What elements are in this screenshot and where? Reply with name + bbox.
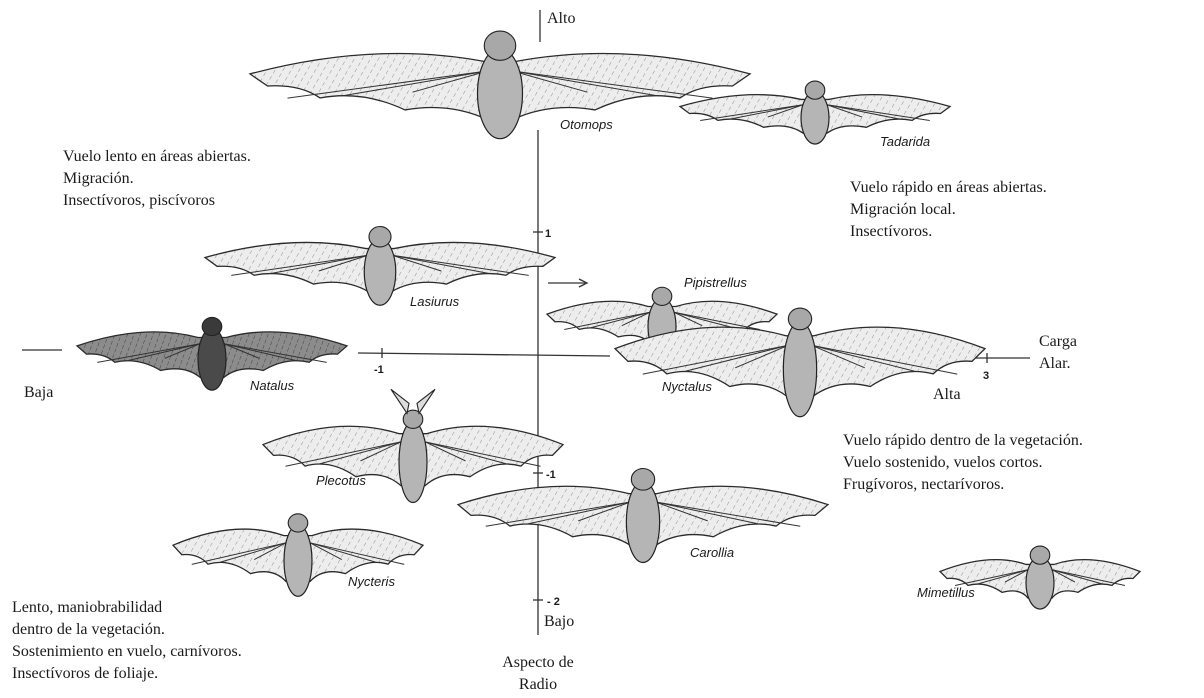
bat-name-tadarida: Tadarida bbox=[880, 134, 930, 149]
description-line: Sostenimiento en vuelo, carnívoros. bbox=[12, 641, 242, 663]
description-line: Insectívoros. bbox=[850, 221, 1047, 243]
horizontal-axis-left-label: Baja bbox=[24, 382, 53, 404]
vertical-axis-title: Aspecto de Radio bbox=[478, 652, 598, 696]
bat-body bbox=[399, 422, 427, 503]
vertical-axis-top-label: Alto bbox=[547, 8, 575, 30]
bat-body bbox=[626, 482, 659, 563]
bat-head bbox=[484, 31, 516, 60]
description-line: Frugívoros, nectarívoros. bbox=[843, 474, 1083, 496]
bat-name-natalus: Natalus bbox=[250, 378, 294, 393]
bat-name-plecotus: Plecotus bbox=[316, 473, 366, 488]
bat-body bbox=[364, 239, 396, 306]
horizontal-axis-line bbox=[358, 353, 610, 356]
vertical-axis-title-line1: Aspecto de bbox=[478, 652, 598, 674]
description-line: Lento, maniobrabilidad bbox=[12, 597, 242, 619]
bat-name-carollia: Carollia bbox=[690, 545, 734, 560]
description-line: Migración. bbox=[63, 168, 251, 190]
bat-name-nycteris: Nycteris bbox=[348, 574, 395, 589]
description-line: Vuelo rápido en áreas abiertas. bbox=[850, 177, 1047, 199]
bat-head bbox=[202, 317, 222, 335]
description-line: Migración local. bbox=[850, 199, 1047, 221]
description-upper-left: Vuelo lento en áreas abiertas. Migración… bbox=[63, 146, 251, 212]
horizontal-axis-title: Carga Alar. bbox=[1039, 331, 1077, 375]
tick-label-v-1: 1 bbox=[545, 228, 551, 240]
description-line: dentro de la vegetación. bbox=[12, 619, 242, 641]
description-lower-left: Lento, maniobrabilidad dentro de la vege… bbox=[12, 597, 242, 685]
tick-label-h-3: 3 bbox=[983, 370, 989, 382]
bat-ear bbox=[417, 389, 435, 413]
bat-head bbox=[288, 514, 308, 532]
bat-head bbox=[788, 308, 811, 330]
description-line: Insectívoros de foliaje. bbox=[12, 663, 242, 685]
horizontal-axis-right-label: Alta bbox=[933, 384, 961, 406]
bat-head bbox=[631, 468, 654, 490]
horizontal-axis-title-line1: Carga bbox=[1039, 331, 1077, 353]
bat-head bbox=[369, 226, 391, 246]
bat-body bbox=[284, 525, 312, 596]
tick-label-h-neg1: -1 bbox=[374, 364, 384, 376]
vertical-axis-bottom-label: Bajo bbox=[544, 611, 574, 633]
bat-head bbox=[805, 81, 825, 99]
description-line: Vuelo sostenido, vuelos cortos. bbox=[843, 452, 1083, 474]
bat-body bbox=[783, 322, 816, 417]
bat-ear bbox=[391, 389, 409, 413]
bat-otomops bbox=[250, 31, 750, 139]
bat-natalus bbox=[77, 317, 347, 390]
description-line: Insectívoros, piscívoros bbox=[63, 190, 251, 212]
bat-name-pipistrellus: Pipistrellus bbox=[684, 275, 747, 290]
description-lower-right: Vuelo rápido dentro de la vegetación. Vu… bbox=[843, 430, 1083, 496]
tick-label-v-neg2: - 2 bbox=[547, 596, 560, 608]
description-line: Vuelo lento en áreas abiertas. bbox=[63, 146, 251, 168]
bat-body bbox=[198, 328, 226, 390]
horizontal-axis-title-line2: Alar. bbox=[1039, 353, 1077, 375]
bat-name-nyctalus: Nyctalus bbox=[662, 379, 712, 394]
bat-lasiurus bbox=[205, 226, 555, 305]
description-upper-right: Vuelo rápido en áreas abiertas. Migració… bbox=[850, 177, 1047, 243]
tick-label-v-neg1: -1 bbox=[546, 469, 556, 481]
bat-plecotus bbox=[263, 389, 563, 502]
bat-head bbox=[1030, 546, 1050, 564]
bat-body bbox=[478, 48, 523, 138]
bat-name-lasiurus: Lasiurus bbox=[410, 294, 459, 309]
description-line: Vuelo rápido dentro de la vegetación. bbox=[843, 430, 1083, 452]
vertical-axis-title-line2: Radio bbox=[478, 674, 598, 696]
bat-head bbox=[652, 287, 672, 305]
bat-name-mimetillus: Mimetillus bbox=[917, 585, 975, 600]
bat-name-otomops: Otomops bbox=[560, 117, 613, 132]
bat-carollia bbox=[458, 468, 828, 562]
